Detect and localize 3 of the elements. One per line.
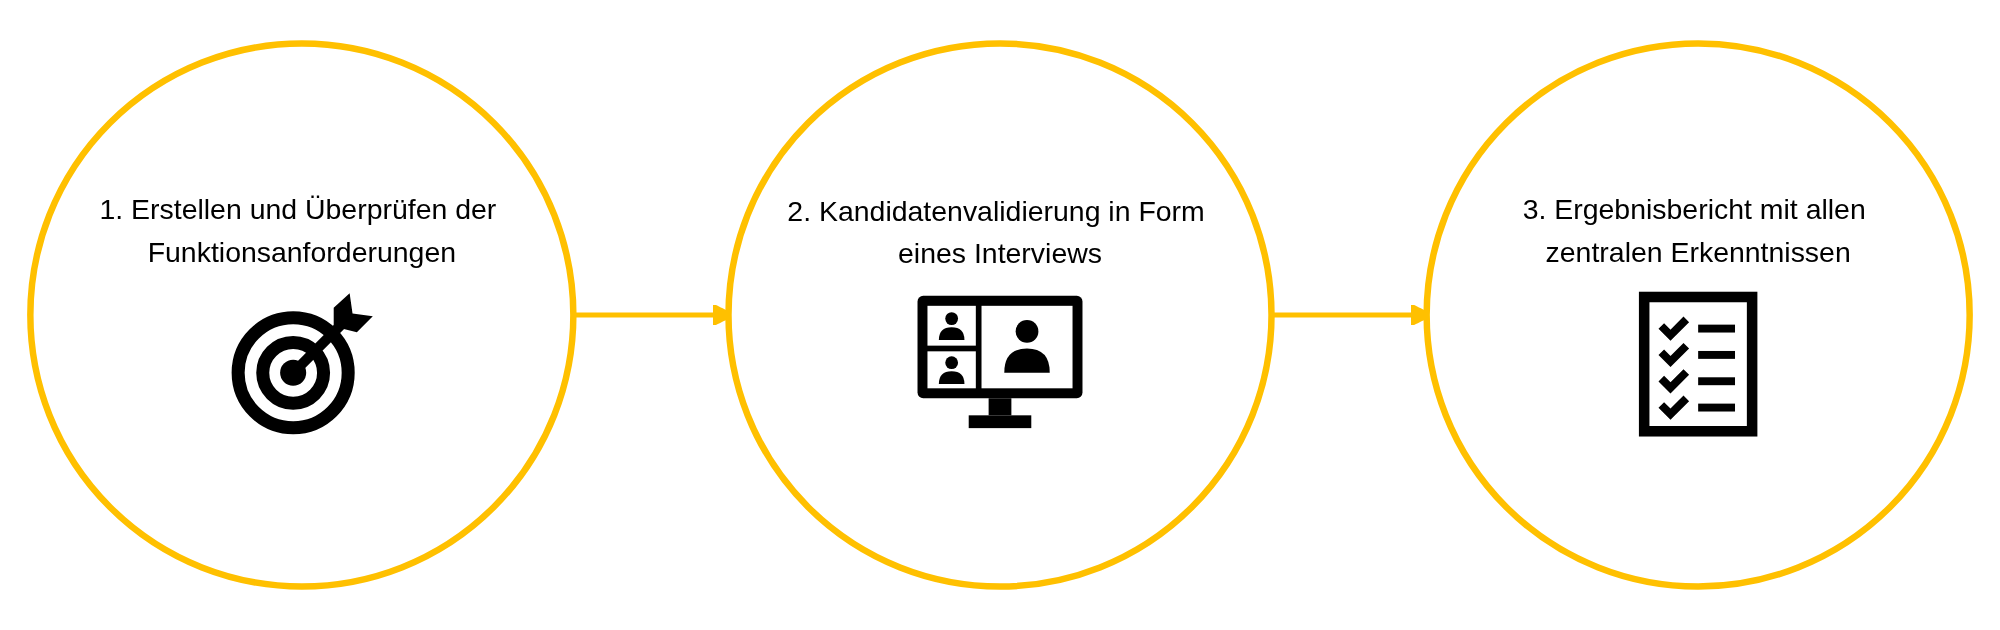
node-circle: 1. Erstellen und Überprüfen der Funktionsanforderungen: [27, 40, 577, 590]
node-circle: 3. Ergebnisbericht mit allen zentralen Erkenntnissen: [1423, 40, 1973, 590]
node-circle: 2. Kandidatenvalidierung in Form eines Interviews: [725, 40, 1275, 590]
